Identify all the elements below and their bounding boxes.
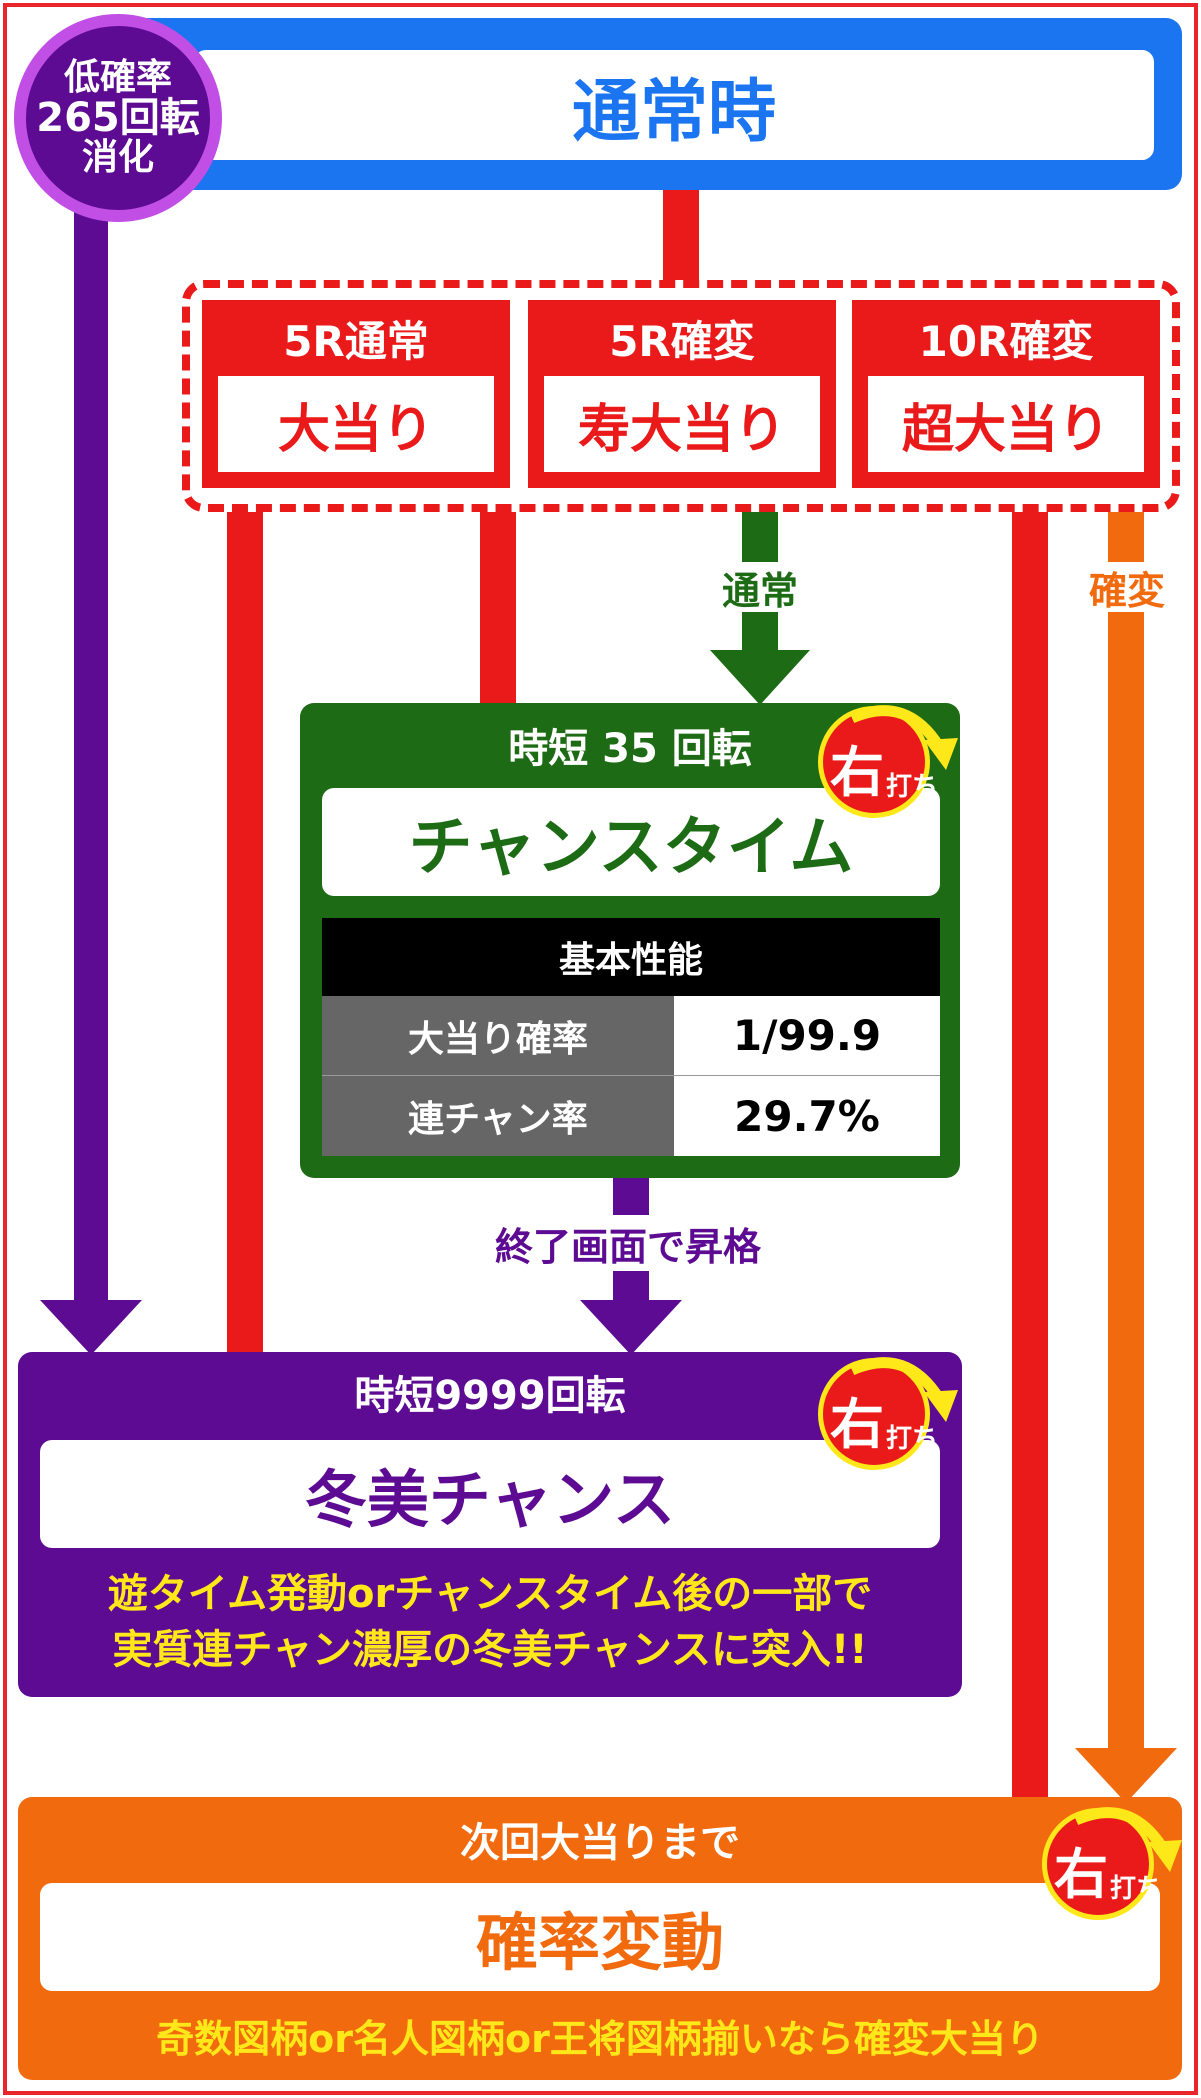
normal-time-box: 通常時 (118, 18, 1182, 190)
low-prob-badge-inner: 低確率 265回転 消化 (26, 26, 210, 210)
fuyumi-chance-desc-2: 実質連チャン濃厚の冬美チャンスに突入!! (112, 1627, 868, 1673)
connector-red-left (227, 500, 263, 1360)
connector-red-mid (480, 500, 516, 715)
arrow-head-purple-mid (580, 1300, 682, 1355)
performance-table-title: 基本性能 (322, 918, 940, 996)
probability-value: 1/99.9 (674, 996, 940, 1076)
kakuhen-title: 確率変動 (40, 1883, 1160, 1991)
chance-time-box: 時短 35 回転 チャンスタイム 基本性能 大当り確率 1/99.9 連チャン率… (300, 703, 960, 1178)
arrow-label-upgrade: 終了画面で昇格 (478, 1215, 778, 1271)
jackpot-10r-kakuhen: 10R確変 超大当り (852, 300, 1160, 488)
migiuchi-big: 右 (1054, 1843, 1108, 1906)
probability-label: 大当り確率 (322, 996, 674, 1076)
jackpot-5r-normal: 5R通常 大当り (202, 300, 510, 488)
arrow-label-normal: 通常 (700, 562, 820, 613)
jackpot-bottom-label: 大当り (218, 376, 494, 472)
migiuchi-small: 打ち (1110, 1874, 1163, 1904)
fuyumi-chance-desc-1: 遊タイム発動orチャンスタイム後の一部で (107, 1571, 873, 1617)
renchan-value: 29.7% (674, 1076, 940, 1156)
jackpot-bottom-label: 超大当り (868, 376, 1144, 472)
jackpot-top-label: 10R確変 (918, 316, 1094, 366)
arrow-head-purple-left (40, 1300, 142, 1355)
chance-time-title: チャンスタイム (322, 788, 940, 896)
fuyumi-chance-title: 冬美チャンス (40, 1440, 940, 1548)
migiuchi-badge-fuyumi: 右 打ち (812, 1352, 962, 1474)
curved-arrow-icon (1073, 1807, 1182, 1872)
migiuchi-small: 打ち (886, 1424, 939, 1454)
low-prob-badge: 低確率 265回転 消化 (14, 14, 222, 222)
connector-red-right (1012, 500, 1048, 1810)
migiuchi-big: 右 (830, 741, 884, 804)
arrow-label-kakuhen: 確変 (1072, 562, 1182, 613)
badge-line-3: 消化 (81, 137, 154, 178)
connector-normal-to-jackpots (663, 185, 699, 285)
renchan-label: 連チャン率 (322, 1076, 674, 1156)
curved-arrow-icon (849, 1357, 958, 1422)
kakuhen-box: 次回大当りまで 確率変動 奇数図柄or名人図柄or王将図柄揃いなら確変大当り (18, 1797, 1182, 2080)
normal-time-title: 通常時 (194, 50, 1154, 160)
jackpot-bottom-label: 寿大当り (544, 376, 820, 472)
kakuhen-header: 次回大当りまで (460, 1820, 740, 1866)
connector-purple-left (74, 175, 108, 1305)
fuyumi-chance-header: 時短9999回転 (354, 1373, 626, 1419)
migiuchi-circle (818, 1358, 930, 1470)
fuyumi-chance-box: 時短9999回転 冬美チャンス 遊タイム発動orチャンスタイム後の一部で 実質連… (18, 1352, 962, 1697)
kakuhen-desc: 奇数図柄or名人図柄or王将図柄揃いなら確変大当り (156, 2016, 1044, 2061)
curved-arrow-icon (849, 705, 958, 770)
chance-time-header: 時短 35 回転 (508, 726, 752, 772)
migiuchi-big: 右 (830, 1393, 884, 1456)
migiuchi-badge-chance: 右 打ち (812, 700, 962, 822)
migiuchi-circle (818, 706, 930, 818)
arrow-head-green (710, 650, 810, 705)
outer-frame (3, 3, 1198, 2095)
migiuchi-badge-kakuhen: 右 打ち (1036, 1802, 1186, 1924)
connector-orange-right (1108, 500, 1144, 1755)
badge-line-2: 265回転 (36, 95, 200, 141)
jackpot-5r-kakuhen: 5R確変 寿大当り (528, 300, 836, 488)
jackpot-top-label: 5R確変 (609, 316, 755, 366)
jackpot-top-label: 5R通常 (283, 316, 429, 366)
arrow-head-orange-right (1075, 1748, 1177, 1803)
migiuchi-circle (1042, 1808, 1154, 1920)
badge-line-1: 低確率 (63, 57, 172, 99)
migiuchi-small: 打ち (886, 772, 939, 802)
